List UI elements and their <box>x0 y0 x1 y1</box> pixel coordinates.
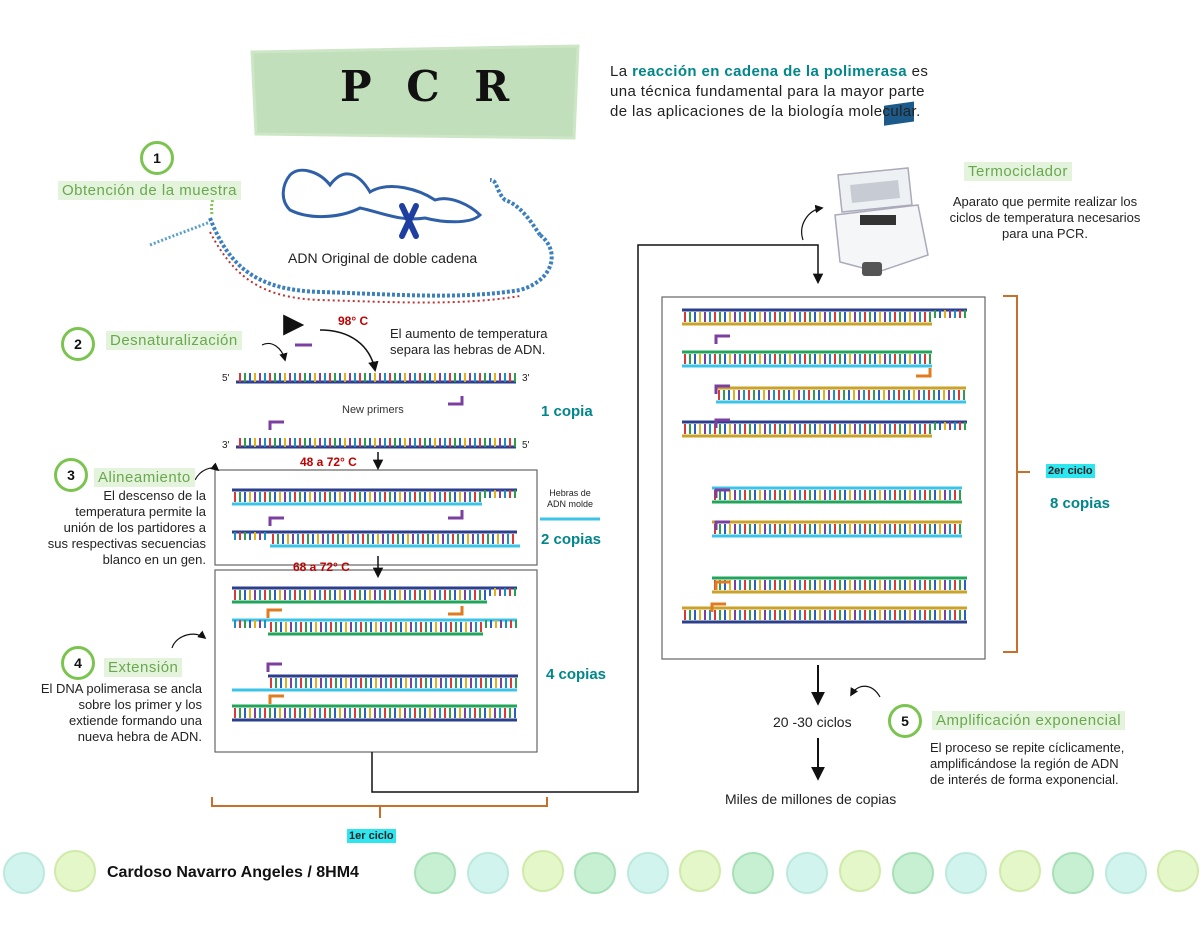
copies-2: 2 copias <box>541 531 602 548</box>
intro-highlight: reacción en cadena de la polimerasa <box>632 63 908 80</box>
step-2-label: Desnaturalización <box>106 331 242 350</box>
thermocycler-desc: Aparato que permite realizar los ciclos … <box>949 194 1141 241</box>
copies-4: 4 copias <box>546 666 607 683</box>
primer <box>710 602 726 612</box>
primer <box>714 418 730 428</box>
end-label: 3' <box>522 373 530 384</box>
annealing-box <box>214 469 538 566</box>
footer-decoration <box>3 850 1199 894</box>
new-primers-label: New primers <box>342 404 404 416</box>
step-4-label: Extensión <box>104 658 183 677</box>
denature-primers <box>261 314 379 373</box>
extension-box <box>214 569 538 753</box>
template-legend: Hebras de ADN molde <box>546 488 593 509</box>
step-3-label: Alineamiento <box>94 468 195 487</box>
thermocycler-label: Termociclador <box>964 162 1072 181</box>
primer <box>448 606 464 616</box>
page-title: P C R <box>340 62 520 111</box>
dna-strands <box>232 308 967 722</box>
step-5-number: 5 <box>888 704 922 738</box>
primer <box>268 516 284 526</box>
dna-caption: ADN Original de doble cadena <box>288 250 478 266</box>
step-2-number: 2 <box>61 327 95 361</box>
cycles-count: 20 -30 ciclos <box>773 714 852 730</box>
step-2-temp: 98° C <box>338 314 369 328</box>
cycle1-label: 1er ciclo <box>347 829 396 843</box>
step-5-label: Amplificación exponencial <box>932 711 1126 730</box>
primer <box>266 608 282 618</box>
result-label: Miles de millones de copias <box>725 791 897 807</box>
step-3-temp: 48 a 72° C <box>300 455 357 469</box>
intro-text: La reacción en cadena de la polimerasa e… <box>610 63 929 120</box>
primer <box>916 368 932 378</box>
end-label: 5' <box>522 440 530 451</box>
copies-8: 8 copias <box>1050 495 1111 512</box>
end-label: 3' <box>222 440 230 451</box>
primer <box>268 420 284 430</box>
primer <box>714 334 730 344</box>
primer <box>714 488 730 498</box>
cycle2-label: 2er ciclo <box>1046 464 1095 478</box>
step-1-label: Obtención de la muestra <box>58 181 241 200</box>
end-label: 5' <box>222 373 230 384</box>
cycle1-bracket <box>211 797 548 818</box>
step-3-number: 3 <box>54 458 88 492</box>
step-3-desc: El descenso de la temperatura permite la… <box>47 488 206 567</box>
primer <box>714 520 730 530</box>
chromosome-icon <box>399 203 419 239</box>
step-4-number: 4 <box>61 646 95 680</box>
primer <box>714 384 730 394</box>
thermocycler-image <box>834 101 929 276</box>
step-4-desc: El DNA polimerasa se ancla sobre los pri… <box>40 681 202 744</box>
primer <box>266 662 282 672</box>
cycle2-bracket <box>1003 295 1030 653</box>
primer <box>268 694 284 704</box>
step-1-number: 1 <box>140 141 174 175</box>
step-5-desc: El proceso se repite cíclicamente, ampli… <box>930 740 1125 787</box>
step-2-desc: El aumento de temperatura separa las heb… <box>390 326 548 357</box>
primer <box>448 510 464 520</box>
title-tape <box>250 44 580 140</box>
author-name: Cardoso Navarro Angeles / 8HM4 <box>107 864 359 881</box>
copies-1: 1 copia <box>541 403 593 420</box>
primer <box>448 396 464 406</box>
primer <box>714 580 730 590</box>
step-4-temp: 68 a 72° C <box>293 560 350 574</box>
